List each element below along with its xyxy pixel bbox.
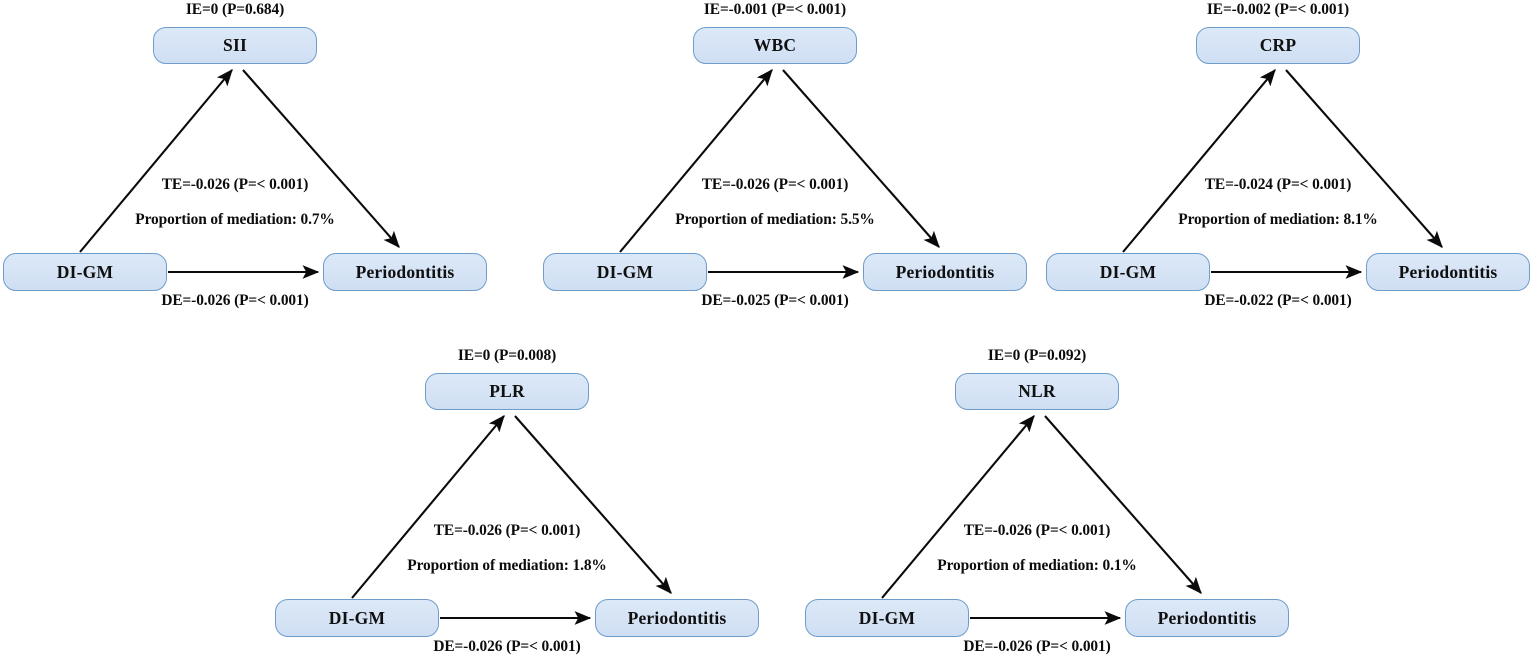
panel-arrows — [1122, 69, 1443, 279]
label-direct-effect: DE=-0.025 (P=< 0.001) — [701, 292, 849, 309]
arrow-exposure-to-mediator — [1122, 69, 1276, 253]
arrow-mediator-to-outcome — [1044, 415, 1202, 594]
panel-arrows — [79, 69, 400, 279]
node-exposure: DI-GM — [1046, 253, 1210, 291]
label-proportion-mediated: Proportion of mediation: 0.1% — [937, 557, 1137, 574]
node-exposure: DI-GM — [805, 599, 969, 637]
mediation-panel-crp: IE=-0.002 (P=< 0.001) CRP DI-GM Periodon… — [1046, 0, 1535, 320]
label-indirect-effect: IE=0 (P=0.008) — [457, 347, 557, 364]
label-indirect-effect: IE=-0.002 (P=< 0.001) — [1206, 1, 1350, 18]
arrow-mediator-to-outcome — [782, 69, 940, 248]
label-direct-effect: DE=-0.026 (P=< 0.001) — [963, 638, 1111, 655]
node-outcome: Periodontitis — [1366, 253, 1530, 291]
panel-arrows — [351, 415, 672, 625]
node-mediator: CRP — [1196, 27, 1360, 64]
label-total-effect: TE=-0.026 (P=< 0.001) — [701, 176, 849, 193]
node-outcome: Periodontitis — [1125, 599, 1289, 637]
arrow-exposure-to-mediator — [881, 415, 1035, 599]
node-mediator: WBC — [693, 27, 857, 64]
arrow-mediator-to-outcome — [242, 69, 400, 248]
mediation-panel-nlr: IE=0 (P=0.092) NLR DI-GM Periodontitis T… — [805, 346, 1305, 666]
panel-arrows — [881, 415, 1202, 625]
arrow-exposure-to-mediator — [79, 69, 233, 253]
node-exposure: DI-GM — [3, 253, 167, 291]
label-proportion-mediated: Proportion of mediation: 1.8% — [407, 557, 607, 574]
label-total-effect: TE=-0.024 (P=< 0.001) — [1204, 176, 1352, 193]
label-indirect-effect: IE=0 (P=0.684) — [185, 1, 285, 18]
arrow-exposure-to-mediator — [351, 415, 505, 599]
mediation-panel-sii: IE=0 (P=0.684) SII DI-GM Periodontitis T… — [3, 0, 503, 320]
mediation-panel-plr: IE=0 (P=0.008) PLR DI-GM Periodontitis T… — [275, 346, 775, 666]
label-proportion-mediated: Proportion of mediation: 0.7% — [135, 211, 335, 228]
node-mediator: PLR — [425, 373, 589, 410]
arrow-mediator-to-outcome — [1285, 69, 1443, 248]
panel-arrows — [619, 69, 940, 279]
label-total-effect: TE=-0.026 (P=< 0.001) — [963, 522, 1111, 539]
label-total-effect: TE=-0.026 (P=< 0.001) — [161, 176, 309, 193]
node-mediator: NLR — [955, 373, 1119, 410]
mediation-panel-wbc: IE=-0.001 (P=< 0.001) WBC DI-GM Periodon… — [543, 0, 1043, 320]
label-direct-effect: DE=-0.026 (P=< 0.001) — [161, 292, 309, 309]
arrow-mediator-to-outcome — [514, 415, 672, 594]
node-exposure: DI-GM — [543, 253, 707, 291]
label-proportion-mediated: Proportion of mediation: 5.5% — [675, 211, 875, 228]
node-outcome: Periodontitis — [863, 253, 1027, 291]
arrow-exposure-to-mediator — [619, 69, 773, 253]
node-outcome: Periodontitis — [595, 599, 759, 637]
label-total-effect: TE=-0.026 (P=< 0.001) — [433, 522, 581, 539]
node-exposure: DI-GM — [275, 599, 439, 637]
node-outcome: Periodontitis — [323, 253, 487, 291]
label-indirect-effect: IE=0 (P=0.092) — [987, 347, 1087, 364]
label-direct-effect: DE=-0.022 (P=< 0.001) — [1204, 292, 1352, 309]
label-direct-effect: DE=-0.026 (P=< 0.001) — [433, 638, 581, 655]
label-proportion-mediated: Proportion of mediation: 8.1% — [1178, 211, 1378, 228]
node-mediator: SII — [153, 27, 317, 64]
label-indirect-effect: IE=-0.001 (P=< 0.001) — [703, 1, 847, 18]
